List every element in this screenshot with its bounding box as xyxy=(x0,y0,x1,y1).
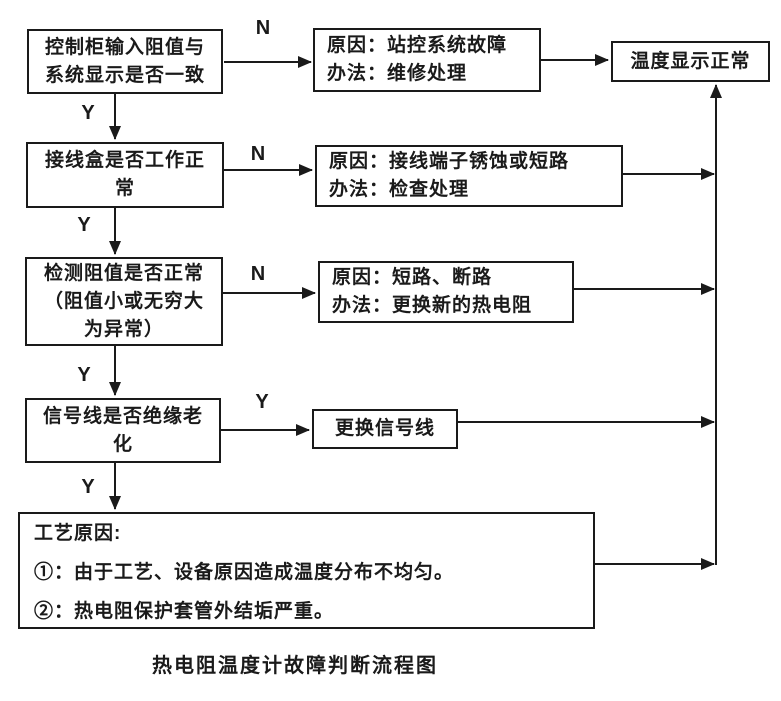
branch-label-n2: N xyxy=(250,143,266,165)
node-cause-terminal-corrosion: 原因：接线端子锈蚀或短路 办法：检查处理 xyxy=(315,145,623,207)
node-cause-station-control-fault: 原因：站控系统故障 办法：维修处理 xyxy=(313,28,541,92)
node-check-resistance-value: 检测阻值是否正常 （阻值小或无穷大 为异常） xyxy=(25,257,223,346)
node-line: 办法：检查处理 xyxy=(329,179,470,200)
branch-label-y3: Y xyxy=(77,364,91,386)
node-line: 温度显示正常 xyxy=(630,50,751,72)
node-line: 系统显示是否一致 xyxy=(44,64,205,86)
node-cause-short-open-circuit: 原因：短路、断路 办法：更换新的热电阻 xyxy=(318,261,574,323)
node-replace-signal-wire: 更换信号线 xyxy=(312,409,458,449)
node-line: 化 xyxy=(112,433,133,455)
node-check-cabinet-resistance: 控制柜输入阻值与 系统显示是否一致 xyxy=(27,29,223,94)
diagram-caption: 热电阻温度计故障判断流程图 xyxy=(152,655,438,677)
node-line: 常 xyxy=(114,178,135,199)
node-line: 检测阻值是否正常 xyxy=(43,262,204,284)
node-line: 为异常） xyxy=(83,318,164,340)
node-line: 工艺原因: xyxy=(34,523,122,544)
node-line: 办法：更换新的热电阻 xyxy=(332,295,533,316)
node-temperature-display-normal: 温度显示正常 xyxy=(611,41,770,82)
node-line: 原因：接线端子锈蚀或短路 xyxy=(329,151,570,172)
branch-label-y2: Y xyxy=(77,214,91,236)
node-line: 信号线是否绝缘老 xyxy=(42,405,203,427)
node-line: 更换信号线 xyxy=(334,418,435,439)
node-line: ②：热电阻保护套管外结垢严重。 xyxy=(34,601,335,622)
branch-label-n1: N xyxy=(255,17,271,39)
node-process-causes: 工艺原因: ①：由于工艺、设备原因造成温度分布不均匀。 ②：热电阻保护套管外结垢… xyxy=(18,512,595,629)
node-check-signal-wire-insulation: 信号线是否绝缘老 化 xyxy=(25,398,221,463)
branch-label-y-right: Y xyxy=(255,391,269,413)
node-check-junction-box: 接线盒是否工作正 常 xyxy=(26,142,224,208)
branch-label-n3: N xyxy=(250,263,266,285)
node-line: 原因：站控系统故障 xyxy=(327,35,508,56)
node-line: 原因：短路、断路 xyxy=(332,267,493,288)
node-line: 接线盒是否工作正 xyxy=(44,150,205,171)
node-line: 控制柜输入阻值与 xyxy=(44,36,205,58)
node-line: ①：由于工艺、设备原因造成温度分布不均匀。 xyxy=(34,562,455,583)
branch-label-y1: Y xyxy=(81,102,95,124)
node-line: （阻值小或无穷大 xyxy=(43,290,204,312)
node-line: 办法：维修处理 xyxy=(327,63,468,84)
branch-label-y4: Y xyxy=(81,476,95,498)
